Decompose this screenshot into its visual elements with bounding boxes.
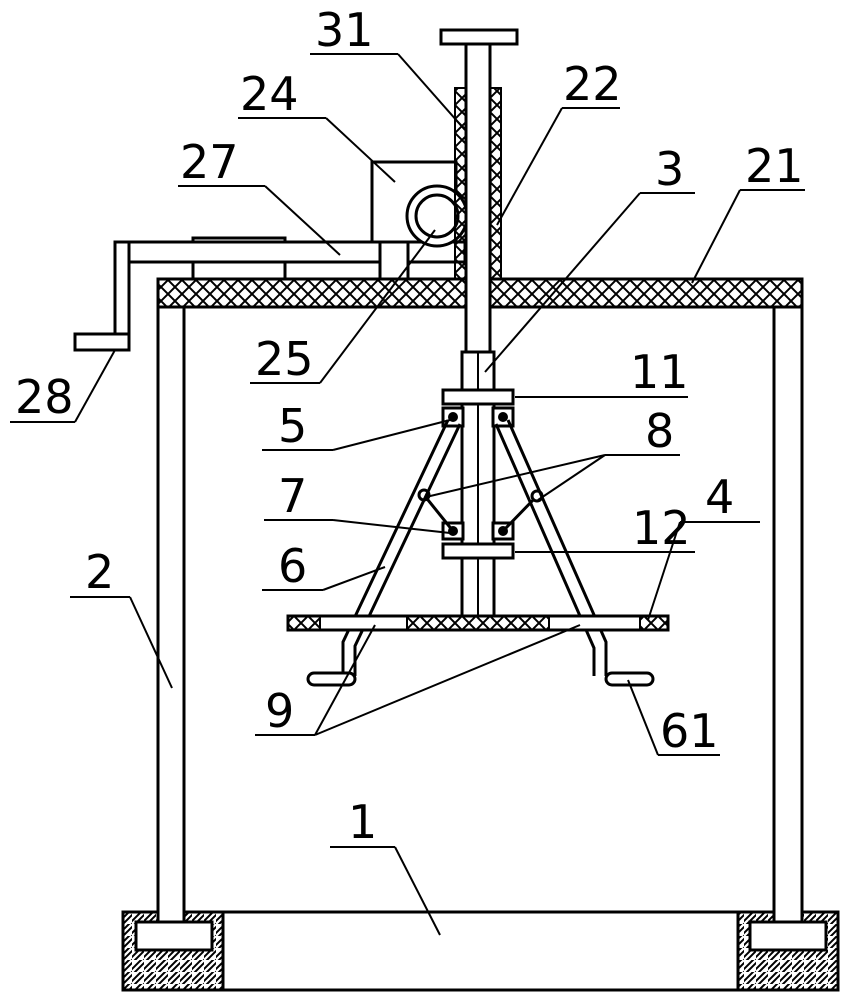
label-9: 9 <box>265 684 294 738</box>
label-1: 1 <box>348 795 377 849</box>
label-31: 31 <box>315 3 374 57</box>
label-5: 5 <box>278 399 307 453</box>
label-12: 12 <box>632 501 691 555</box>
callout-labels: 31 24 22 27 3 21 25 11 28 5 8 7 12 4 2 6… <box>15 3 804 849</box>
label-7: 7 <box>278 469 307 523</box>
label-27: 27 <box>180 135 239 189</box>
crank-handle-28 <box>73 240 131 352</box>
base-part-1 <box>121 910 840 992</box>
label-22: 22 <box>563 57 622 111</box>
leg-arms-6 <box>341 419 608 676</box>
label-4: 4 <box>705 470 734 524</box>
feet-61 <box>306 671 655 687</box>
label-3: 3 <box>655 142 684 196</box>
label-28: 28 <box>15 370 74 424</box>
label-21: 21 <box>745 139 804 193</box>
upper-collar-11 <box>441 388 515 428</box>
label-11: 11 <box>630 345 689 399</box>
label-24: 24 <box>240 67 299 121</box>
label-2: 2 <box>85 545 114 599</box>
label-25: 25 <box>255 332 314 386</box>
leader-lines <box>10 53 805 936</box>
label-8: 8 <box>645 404 674 458</box>
disc-plate-4 <box>286 614 670 632</box>
label-6: 6 <box>278 539 307 593</box>
label-61: 61 <box>660 704 719 758</box>
